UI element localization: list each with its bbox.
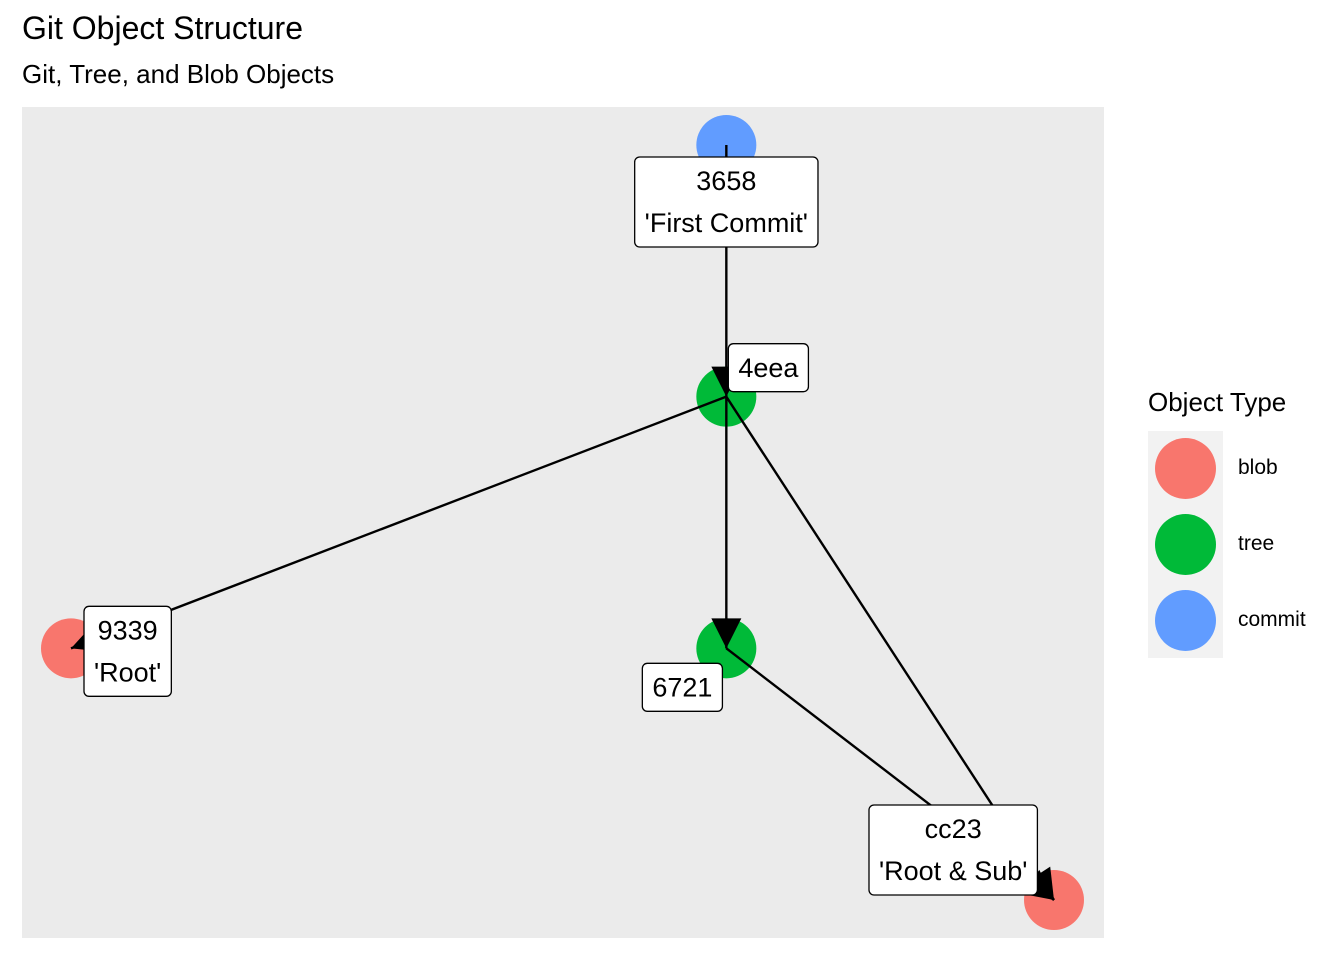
legend-item-commit: commit — [1148, 583, 1344, 658]
label-box — [641, 662, 724, 712]
label-box — [83, 605, 172, 697]
label-hash: cc23 — [925, 814, 982, 844]
node-label-cc23: cc23 'Root & Sub' — [868, 804, 1039, 896]
legend: blob tree commit — [1148, 431, 1306, 658]
legend-label-commit: commit — [1238, 608, 1306, 631]
legend-title: Object Type — [1148, 387, 1287, 417]
node-label-3658: 3658 'First Commit' — [634, 156, 819, 248]
label-message: 'Root & Sub' — [879, 856, 1027, 886]
label-hash: 3658 — [696, 166, 756, 196]
label-hash: 9339 — [98, 616, 158, 646]
label-hash: 6721 — [652, 673, 712, 703]
node-label-6721: 6721 — [641, 662, 724, 712]
legend-swatch-commit — [1155, 590, 1216, 651]
legend-item-blob: blob — [1148, 431, 1344, 506]
chart-subtitle: Git, Tree, and Blob Objects — [22, 59, 335, 89]
legend-label-blob: blob — [1238, 456, 1278, 479]
labels-layer: 3658 'First Commit' 4eea 9339 'Root' 6721 cc23… — [83, 156, 1039, 896]
label-message: 'First Commit' — [645, 208, 808, 238]
node-label-4eea: 4eea — [727, 343, 810, 393]
arrowhead-4eea-to-6721 — [711, 618, 742, 649]
chart-title: Git Object Structure — [22, 10, 303, 46]
label-box — [727, 343, 810, 393]
legend-swatch-tree — [1155, 514, 1216, 575]
legend-swatch-blob — [1155, 438, 1216, 499]
legend-label-tree: tree — [1238, 532, 1275, 555]
label-box — [868, 804, 1039, 896]
legend-item-tree: tree — [1148, 507, 1344, 582]
edge-4eea-to-9339 — [70, 395, 727, 650]
label-hash: 4eea — [738, 353, 799, 383]
node-label-9339: 9339 'Root' — [83, 605, 172, 697]
label-message: 'Root' — [94, 658, 161, 688]
label-box — [634, 156, 819, 248]
